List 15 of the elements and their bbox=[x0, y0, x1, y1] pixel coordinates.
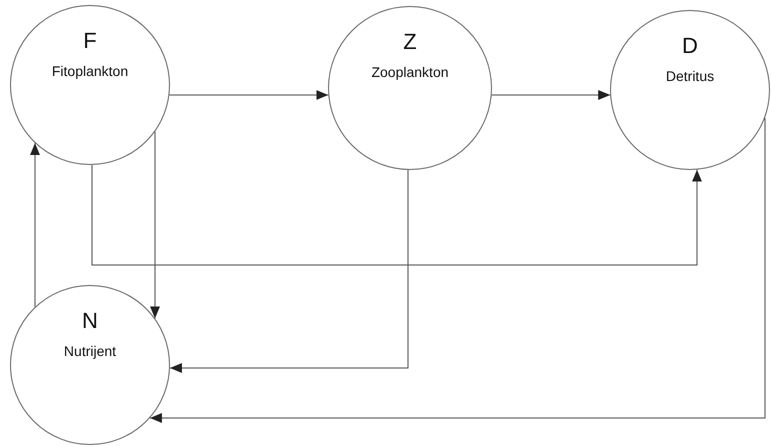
node-label: Zooplankton bbox=[371, 65, 449, 79]
node-letter: F bbox=[83, 30, 97, 52]
node-letter: N bbox=[82, 310, 98, 332]
node-letter: Z bbox=[403, 31, 417, 53]
arrow bbox=[168, 90, 329, 100]
arrow bbox=[149, 117, 766, 423]
arrow bbox=[30, 142, 40, 308]
node-letter: D bbox=[682, 35, 698, 57]
node-label: Fitoplankton bbox=[52, 64, 128, 78]
arrow bbox=[491, 90, 611, 100]
arrow bbox=[150, 131, 160, 319]
node-label: Detritus bbox=[666, 69, 714, 83]
node-label: Nutrijent bbox=[64, 344, 116, 358]
arrow bbox=[169, 169, 408, 373]
arrow bbox=[92, 164, 702, 266]
